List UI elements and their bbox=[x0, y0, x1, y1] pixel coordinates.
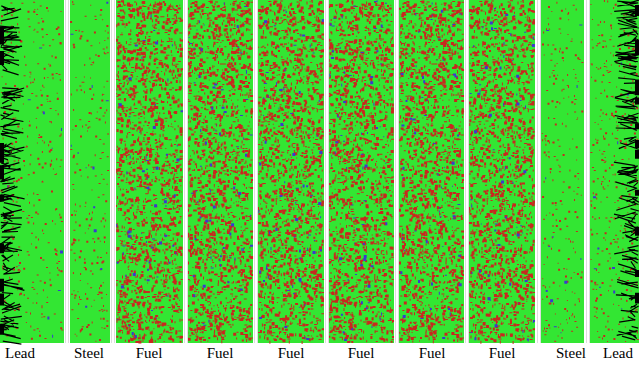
material-label: Fuel bbox=[489, 344, 516, 362]
material-panel bbox=[0, 0, 64, 343]
separator-line bbox=[254, 0, 255, 343]
lead-streaks bbox=[614, 0, 639, 340]
material-label: Fuel bbox=[278, 344, 305, 362]
material-panel bbox=[258, 0, 324, 343]
separator-line bbox=[65, 0, 66, 343]
separator-line bbox=[111, 0, 112, 343]
separator-line bbox=[398, 0, 399, 343]
red-phase bbox=[542, 2, 584, 342]
material-panel bbox=[469, 0, 535, 343]
material-panel bbox=[590, 0, 639, 343]
blue-phase bbox=[470, 8, 535, 342]
separator-line bbox=[68, 0, 69, 343]
separator-line bbox=[184, 0, 185, 343]
lead-streaks bbox=[0, 6, 25, 344]
red-phase bbox=[399, 1, 464, 344]
material-label: Fuel bbox=[207, 344, 234, 362]
material-panel bbox=[541, 0, 584, 343]
separator-line bbox=[586, 0, 587, 343]
lead-void bbox=[0, 27, 4, 335]
material-label: Fuel bbox=[348, 344, 375, 362]
blue-phase bbox=[189, 2, 253, 325]
blue-phase bbox=[545, 25, 582, 334]
blue-phase bbox=[71, 2, 109, 308]
lead-void bbox=[635, 5, 639, 303]
separator-line bbox=[537, 0, 538, 343]
material-panel bbox=[116, 0, 183, 343]
red-phase bbox=[187, 0, 253, 343]
separator-line bbox=[187, 0, 188, 343]
red-phase bbox=[116, 0, 183, 343]
red-phase bbox=[70, 1, 109, 342]
separator-line bbox=[257, 0, 258, 343]
blue-phase bbox=[116, 15, 183, 338]
blue-phase bbox=[400, 3, 461, 340]
blue-phase bbox=[258, 10, 324, 340]
material-label: Lead bbox=[5, 344, 35, 362]
red-phase bbox=[590, 0, 638, 342]
separator-line bbox=[465, 0, 466, 343]
separator-line bbox=[114, 0, 115, 343]
material-label: Steel bbox=[74, 344, 104, 362]
red-phase bbox=[328, 0, 394, 343]
separator-line bbox=[328, 0, 329, 343]
material-label: Steel bbox=[556, 344, 586, 362]
material-label: Lead bbox=[603, 344, 633, 362]
separator-line bbox=[325, 0, 326, 343]
separator-line bbox=[540, 0, 541, 343]
separator-line bbox=[395, 0, 396, 343]
material-panel bbox=[70, 0, 110, 343]
red-phase bbox=[469, 0, 535, 344]
separator-line bbox=[468, 0, 469, 343]
separator-line bbox=[589, 0, 590, 343]
blue-phase bbox=[329, 0, 387, 341]
material-panel bbox=[328, 0, 394, 343]
material-label: Fuel bbox=[419, 344, 446, 362]
material-label: Fuel bbox=[136, 344, 163, 362]
red-phase bbox=[0, 2, 63, 340]
material-panel bbox=[187, 0, 253, 343]
red-phase bbox=[258, 0, 324, 344]
material-panel bbox=[399, 0, 464, 343]
